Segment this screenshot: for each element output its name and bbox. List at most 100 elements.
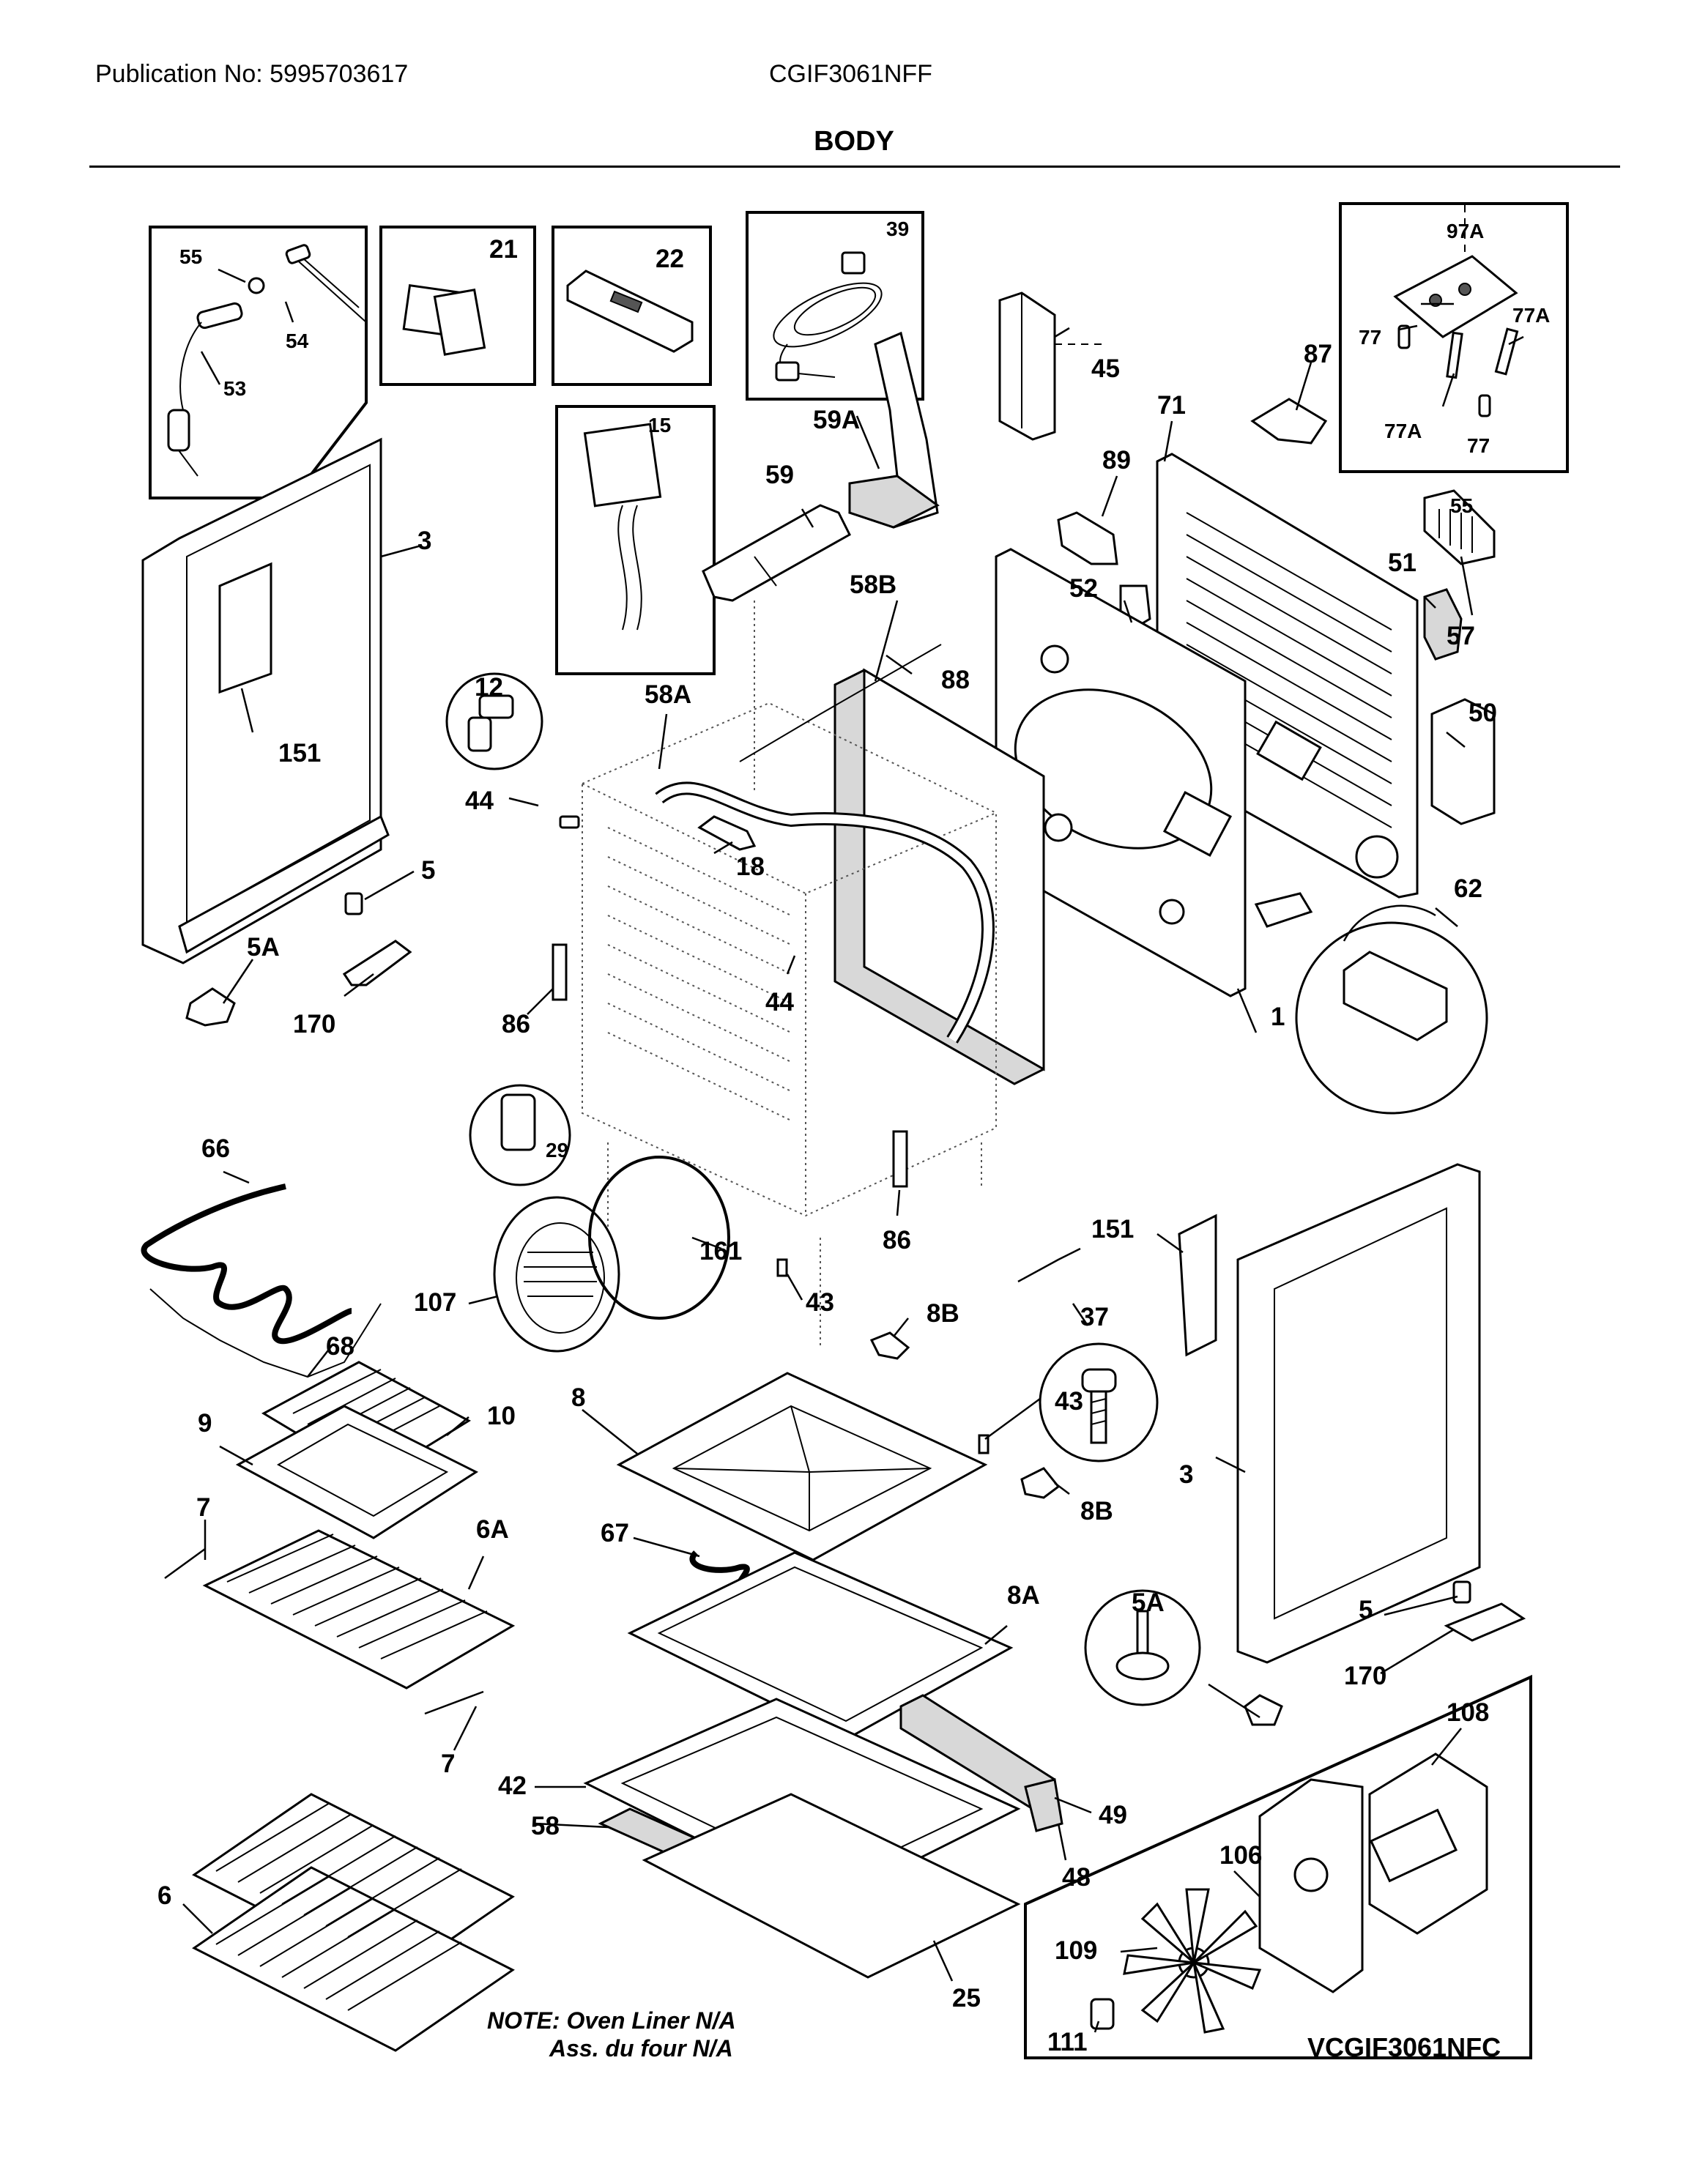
publication-number: Publication No: 5995703617 — [95, 60, 409, 88]
label-53: 53 — [223, 377, 246, 400]
nut-111 — [1090, 1998, 1115, 2030]
label-88: 88 — [941, 666, 970, 694]
inset-part-15 — [555, 405, 716, 675]
bracket-86-right — [892, 1130, 908, 1188]
label-55: 55 — [179, 245, 202, 268]
rack-guides-7 — [164, 1547, 484, 1715]
label-68: 68 — [326, 1332, 354, 1361]
bracket-8B-a — [869, 1331, 910, 1360]
detail-5A — [1084, 1589, 1201, 1706]
sensor-probe-53 — [167, 409, 190, 452]
label-1: 1 — [1271, 1003, 1285, 1031]
label-7-top: 7 — [196, 1493, 210, 1522]
label-109: 109 — [1055, 1936, 1097, 1965]
bracket-86-left — [552, 943, 568, 1001]
hinge-left — [185, 892, 412, 1027]
label-5-bottom: 5 — [1359, 1596, 1373, 1624]
label-59A: 59A — [813, 406, 860, 434]
label-170-bottom: 170 — [1344, 1662, 1386, 1690]
label-48: 48 — [1062, 1863, 1091, 1892]
label-89: 89 — [1102, 446, 1131, 475]
bracket-89 — [1057, 511, 1118, 565]
label-86-bottom: 86 — [883, 1226, 911, 1255]
label-71: 71 — [1157, 391, 1186, 420]
label-54: 54 — [286, 330, 309, 352]
inset-part-21 — [379, 226, 536, 386]
strip-48 — [1024, 1778, 1063, 1832]
label-67: 67 — [601, 1519, 629, 1547]
label-77-a: 77 — [1359, 326, 1381, 349]
detail-62 — [1254, 892, 1488, 1115]
label-58B: 58B — [850, 570, 896, 599]
oven-racks-6 — [192, 1793, 515, 2052]
leader-lines — [182, 268, 1524, 2033]
label-52: 52 — [1069, 574, 1098, 603]
label-3-bottom: 3 — [1179, 1460, 1193, 1489]
terminal-block-62 — [1254, 892, 1313, 928]
label-107: 107 — [414, 1288, 456, 1317]
inset-part-22 — [552, 226, 712, 386]
label-10: 10 — [487, 1402, 516, 1430]
inset-oven-sensor — [149, 226, 368, 499]
label-6A: 6A — [476, 1515, 509, 1544]
detail-29 — [469, 1084, 571, 1186]
label-62: 62 — [1454, 874, 1482, 903]
oven-door-left-3 — [141, 437, 390, 964]
screw-43 — [776, 1258, 788, 1277]
broil-pan-9 — [235, 1405, 479, 1539]
header-rule — [89, 166, 1620, 168]
oven-floor-8 — [616, 1372, 988, 1561]
label-5A-top: 5A — [247, 933, 280, 962]
label-77A-b: 77A — [1512, 304, 1550, 327]
label-161: 161 — [699, 1237, 742, 1265]
label-55-b: 55 — [1450, 494, 1473, 517]
wire-88 — [739, 644, 942, 762]
oven-door-right-3 — [1236, 1163, 1481, 1664]
label-57: 57 — [1447, 622, 1475, 650]
tray-8A — [627, 1551, 1014, 1741]
part-45 — [998, 291, 1102, 441]
door-bracket-151 — [218, 562, 272, 694]
part-labels: 55 54 53 21 22 39 15 45 59A 59 97A 77 77… — [157, 218, 1550, 2056]
label-9: 9 — [198, 1409, 212, 1438]
duct-59A — [848, 331, 940, 529]
label-66: 66 — [201, 1134, 230, 1163]
label-58A: 58A — [645, 680, 691, 709]
cover-57 — [1423, 489, 1496, 565]
note-line-1: NOTE: Oven Liner N/A — [487, 2007, 736, 2034]
model-number: CGIF3061NFF — [769, 60, 932, 88]
label-151-top: 151 — [278, 739, 321, 767]
label-106: 106 — [1219, 1841, 1262, 1870]
part-87 — [1250, 398, 1328, 445]
oven-rack-6A — [202, 1529, 516, 1690]
bracket-106 — [1258, 1778, 1364, 1993]
label-77A-a: 77A — [1384, 420, 1422, 442]
part-37 — [1017, 1247, 1081, 1283]
label-111: 111 — [1047, 2028, 1088, 2056]
label-51: 51 — [1388, 549, 1416, 577]
label-87: 87 — [1304, 340, 1332, 368]
broil-element-66 — [141, 1183, 382, 1378]
label-45: 45 — [1091, 354, 1120, 383]
figure-code: VCGIF3061NFC — [1307, 2032, 1501, 2062]
label-108: 108 — [1447, 1698, 1489, 1727]
label-5-top: 5 — [421, 856, 435, 885]
part-18 — [697, 815, 757, 851]
label-22: 22 — [656, 245, 684, 273]
note-line-2: Ass. du four N/A — [549, 2035, 733, 2062]
label-18: 18 — [736, 852, 765, 881]
door-bracket-151-right — [1178, 1213, 1217, 1357]
label-59: 59 — [765, 461, 794, 489]
fan-cover-107 — [493, 1196, 620, 1353]
gasket-161 — [588, 1156, 730, 1320]
label-37: 37 — [1080, 1303, 1109, 1331]
label-44-top: 44 — [465, 787, 494, 815]
part-50 — [1430, 698, 1496, 825]
label-49: 49 — [1099, 1801, 1127, 1829]
insulation-58B — [833, 668, 1045, 1085]
label-5A-detail: 5A — [1132, 1588, 1165, 1617]
label-42: 42 — [498, 1772, 527, 1800]
label-8B-top: 8B — [927, 1299, 959, 1328]
detail-43 — [1039, 1342, 1159, 1462]
